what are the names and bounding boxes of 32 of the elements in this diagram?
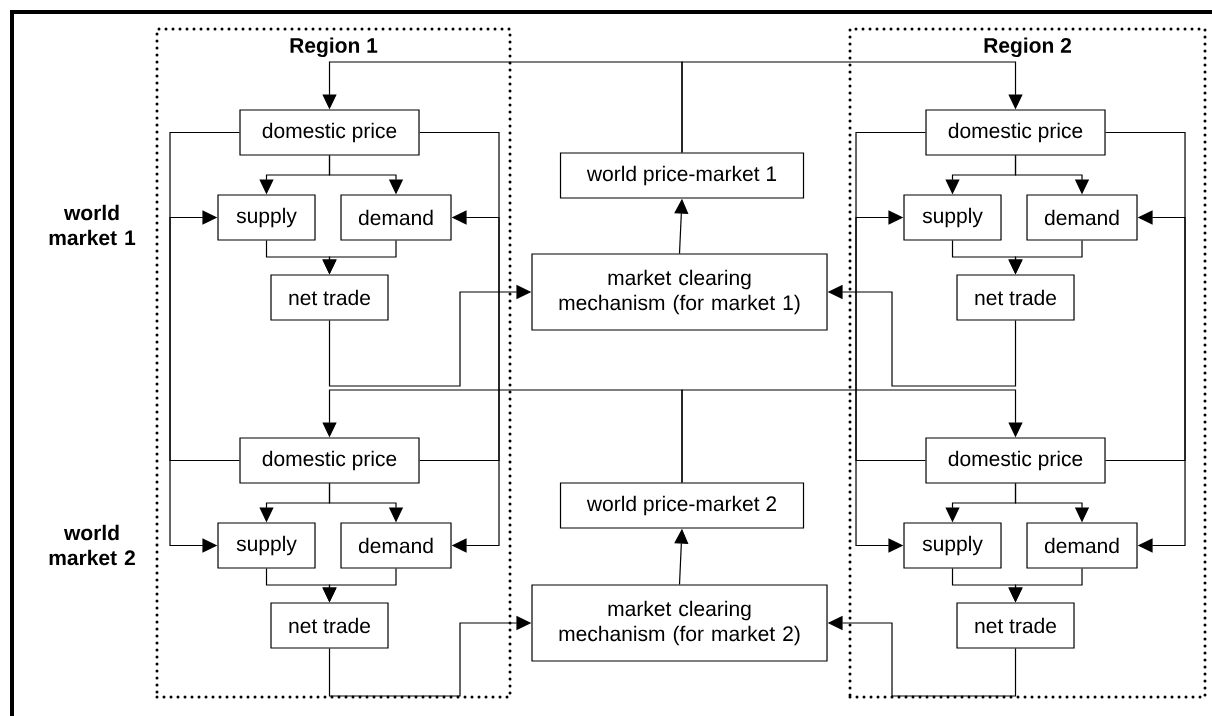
process-box: market clearing mechanism (for market 2) [531, 584, 828, 662]
process-box: world price-market 1 [559, 152, 805, 199]
process-box: world price-market 2 [559, 482, 805, 529]
process-box: market clearing mechanism (for market 1) [531, 253, 828, 331]
arrow [1105, 210, 1186, 462]
process-box: supply [903, 194, 1002, 241]
process-box: domestic price [925, 109, 1106, 156]
arrow [169, 131, 240, 553]
process-box: demand [1026, 522, 1138, 569]
arrow [681, 389, 1023, 483]
process-box: demand [340, 522, 452, 569]
process-box: net trade [270, 274, 389, 321]
arrow [855, 210, 926, 462]
arrow [419, 131, 500, 553]
process-box: demand [340, 194, 452, 241]
process-box: net trade [270, 602, 389, 649]
process-box: demand [1026, 194, 1138, 241]
process-box: domestic price [239, 109, 420, 156]
row-label: world market 1 [49, 204, 136, 246]
process-box: supply [217, 194, 316, 241]
process-box: net trade [956, 274, 1075, 321]
row-label: world market 2 [49, 524, 135, 566]
process-box: supply [217, 522, 316, 569]
arrow [855, 131, 926, 553]
process-box: domestic price [239, 437, 420, 484]
arrow [419, 210, 500, 462]
process-box: net trade [956, 602, 1075, 649]
arrow [169, 210, 240, 462]
arrow [681, 61, 1023, 153]
arrow [1105, 131, 1186, 553]
process-box: domestic price [925, 437, 1106, 484]
process-box: supply [903, 522, 1002, 569]
